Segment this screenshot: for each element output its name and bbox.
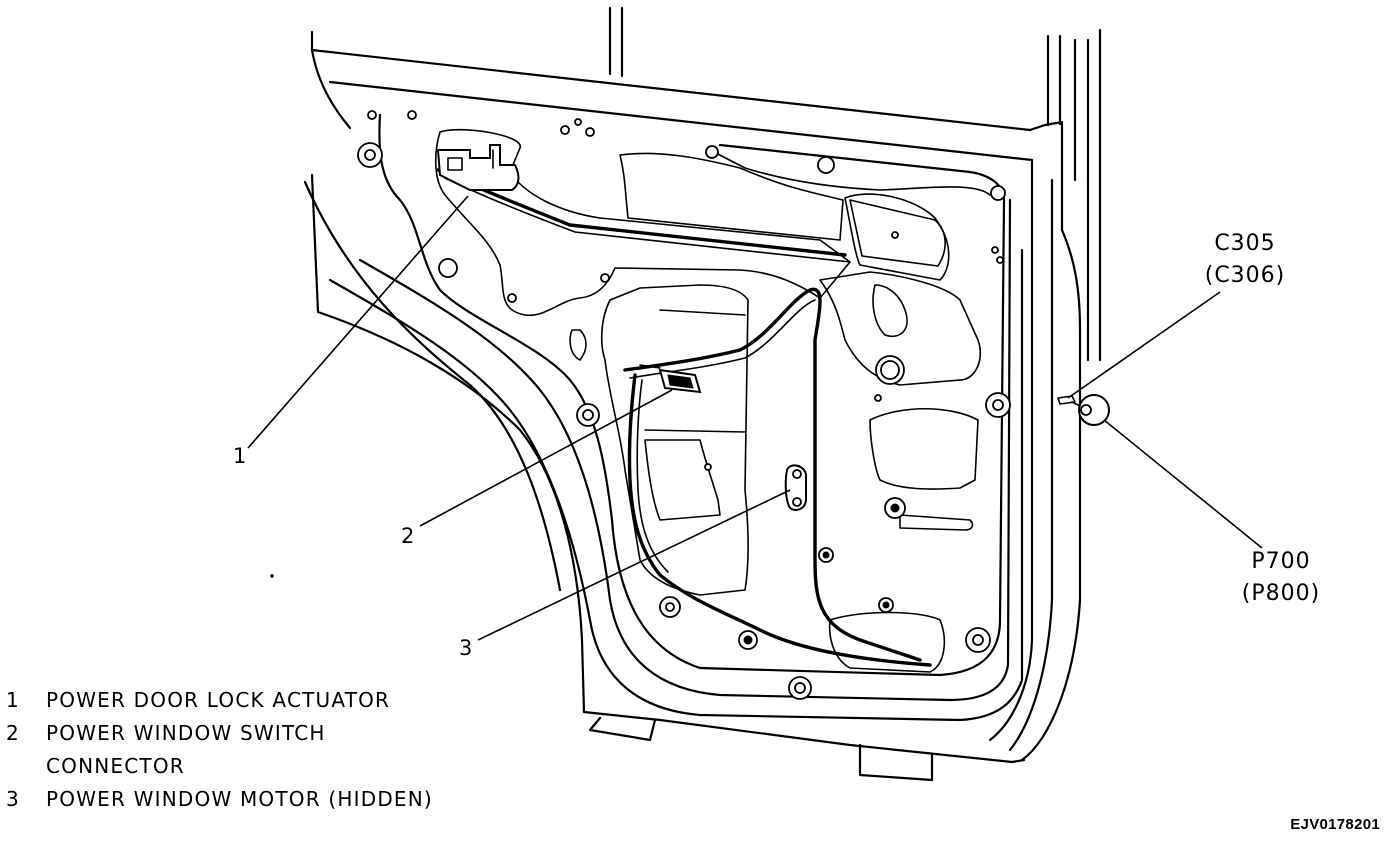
legend: 1 POWER DOOR LOCK ACTUATOR 2 POWER WINDO… — [6, 684, 446, 816]
leader-line-3 — [477, 489, 791, 641]
legend-item: 2 POWER WINDOW SWITCH CONNECTOR — [6, 717, 446, 783]
legend-number: 1 — [6, 688, 20, 712]
legend-text: POWER WINDOW MOTOR (HIDDEN) — [46, 787, 433, 811]
leader-line-c305 — [1067, 291, 1221, 399]
legend-number: 3 — [6, 787, 20, 811]
callout-number-1: 1 — [233, 444, 247, 468]
window-frame — [608, 6, 1102, 182]
callout-number-2: 2 — [401, 524, 415, 548]
legend-text: POWER DOOR LOCK ACTUATOR — [46, 688, 391, 712]
legend-text: POWER WINDOW SWITCH CONNECTOR — [46, 721, 326, 778]
body-connector — [1057, 394, 1110, 426]
door-lock-actuator — [436, 144, 520, 191]
callout-number-3: 3 — [459, 636, 473, 660]
connector-label-c305-line1: C305 — [1214, 231, 1276, 256]
leader-line-1 — [247, 195, 469, 449]
door-outer-skin — [303, 30, 1102, 782]
wiring-harness — [436, 168, 932, 667]
leader-line-2 — [419, 389, 673, 527]
connector-label-c305: C305 (C306) — [1190, 228, 1300, 292]
leader-lines — [247, 195, 1263, 641]
inner-panel-cutouts — [434, 128, 991, 673]
connector-label-p700-line2: (P800) — [1241, 581, 1321, 606]
connector-label-p700-line1: P700 — [1251, 549, 1311, 574]
window-motor-bracket — [784, 464, 807, 511]
legend-item: 3 POWER WINDOW MOTOR (HIDDEN) — [6, 783, 446, 816]
window-switch-connector — [639, 364, 702, 394]
leader-line-p700 — [1103, 419, 1263, 549]
legend-number: 2 — [6, 721, 20, 745]
figure-code: EJV0178201 — [1290, 816, 1380, 833]
connector-label-c305-line2: (C306) — [1204, 263, 1286, 288]
connector-label-p700: P700 (P800) — [1226, 546, 1336, 610]
legend-item: 1 POWER DOOR LOCK ACTUATOR — [6, 684, 446, 717]
door-inner-edge — [328, 113, 1024, 722]
mounting-holes — [357, 110, 1011, 700]
